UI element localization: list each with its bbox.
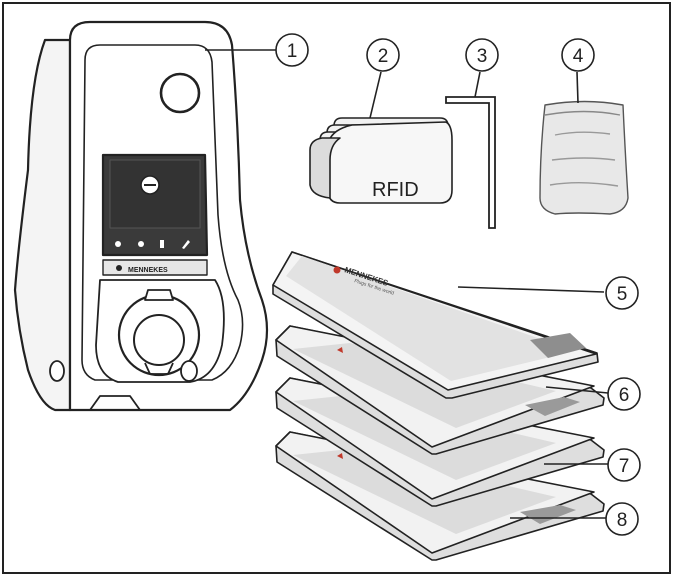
callout-4: 4 bbox=[561, 38, 595, 72]
callout-6-number: 6 bbox=[619, 385, 630, 406]
callout-8-number: 8 bbox=[617, 510, 628, 531]
hex-key-illustration bbox=[445, 96, 496, 229]
callout-2: 2 bbox=[366, 38, 400, 72]
callout-7-number: 7 bbox=[619, 456, 630, 477]
wallbox-button bbox=[159, 72, 201, 114]
callout-4-number: 4 bbox=[573, 46, 584, 67]
bag-illustration bbox=[539, 100, 629, 215]
callout-1-number: 1 bbox=[287, 41, 298, 62]
document-5-illustration: MENNEKES Plugs for the world bbox=[272, 251, 599, 399]
callout-3-number: 3 bbox=[477, 46, 488, 67]
callout-3: 3 bbox=[465, 38, 499, 72]
status-leds bbox=[115, 240, 190, 249]
callout-8: 8 bbox=[605, 502, 639, 536]
callout-1: 1 bbox=[275, 33, 309, 67]
wallbox-illustration: MENNEKES bbox=[13, 20, 269, 412]
wallbox-brand-strip bbox=[102, 259, 208, 276]
callout-7: 7 bbox=[607, 448, 641, 482]
rfid-label: RFID bbox=[372, 179, 419, 201]
callouts: 1 2 3 4 5 6 7 8 bbox=[275, 33, 641, 536]
rfid-cards-illustration: RFID bbox=[309, 117, 453, 204]
callout-2-number: 2 bbox=[378, 46, 389, 67]
wallbox-brand-label: MENNEKES bbox=[128, 267, 168, 274]
callout-6: 6 bbox=[607, 377, 641, 411]
leader-lines bbox=[205, 49, 609, 519]
callout-5-number: 5 bbox=[617, 284, 628, 305]
callout-5: 5 bbox=[605, 276, 639, 310]
